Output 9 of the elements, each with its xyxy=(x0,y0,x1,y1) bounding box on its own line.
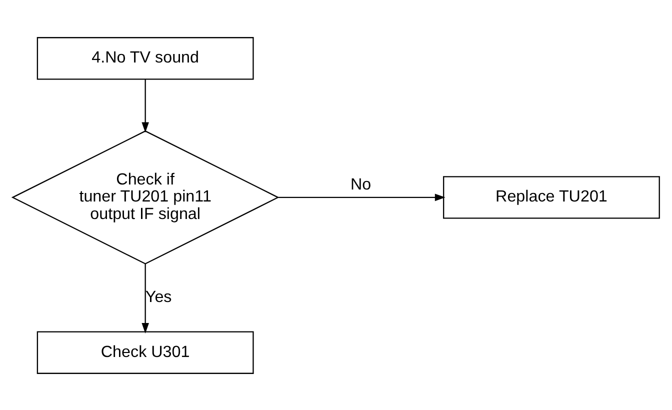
edge-label: No xyxy=(350,175,372,194)
arrow xyxy=(142,263,149,333)
arrow xyxy=(142,78,149,132)
arrow xyxy=(278,193,446,201)
node-box: Replace TU201 xyxy=(443,176,660,218)
node-box: 4.No TV sound xyxy=(36,36,254,80)
node-box: Check U301 xyxy=(36,330,254,374)
edge-label: Yes xyxy=(145,288,172,306)
node-diamond: Check if tuner TU201 pin11 output IF signal xyxy=(11,130,280,264)
